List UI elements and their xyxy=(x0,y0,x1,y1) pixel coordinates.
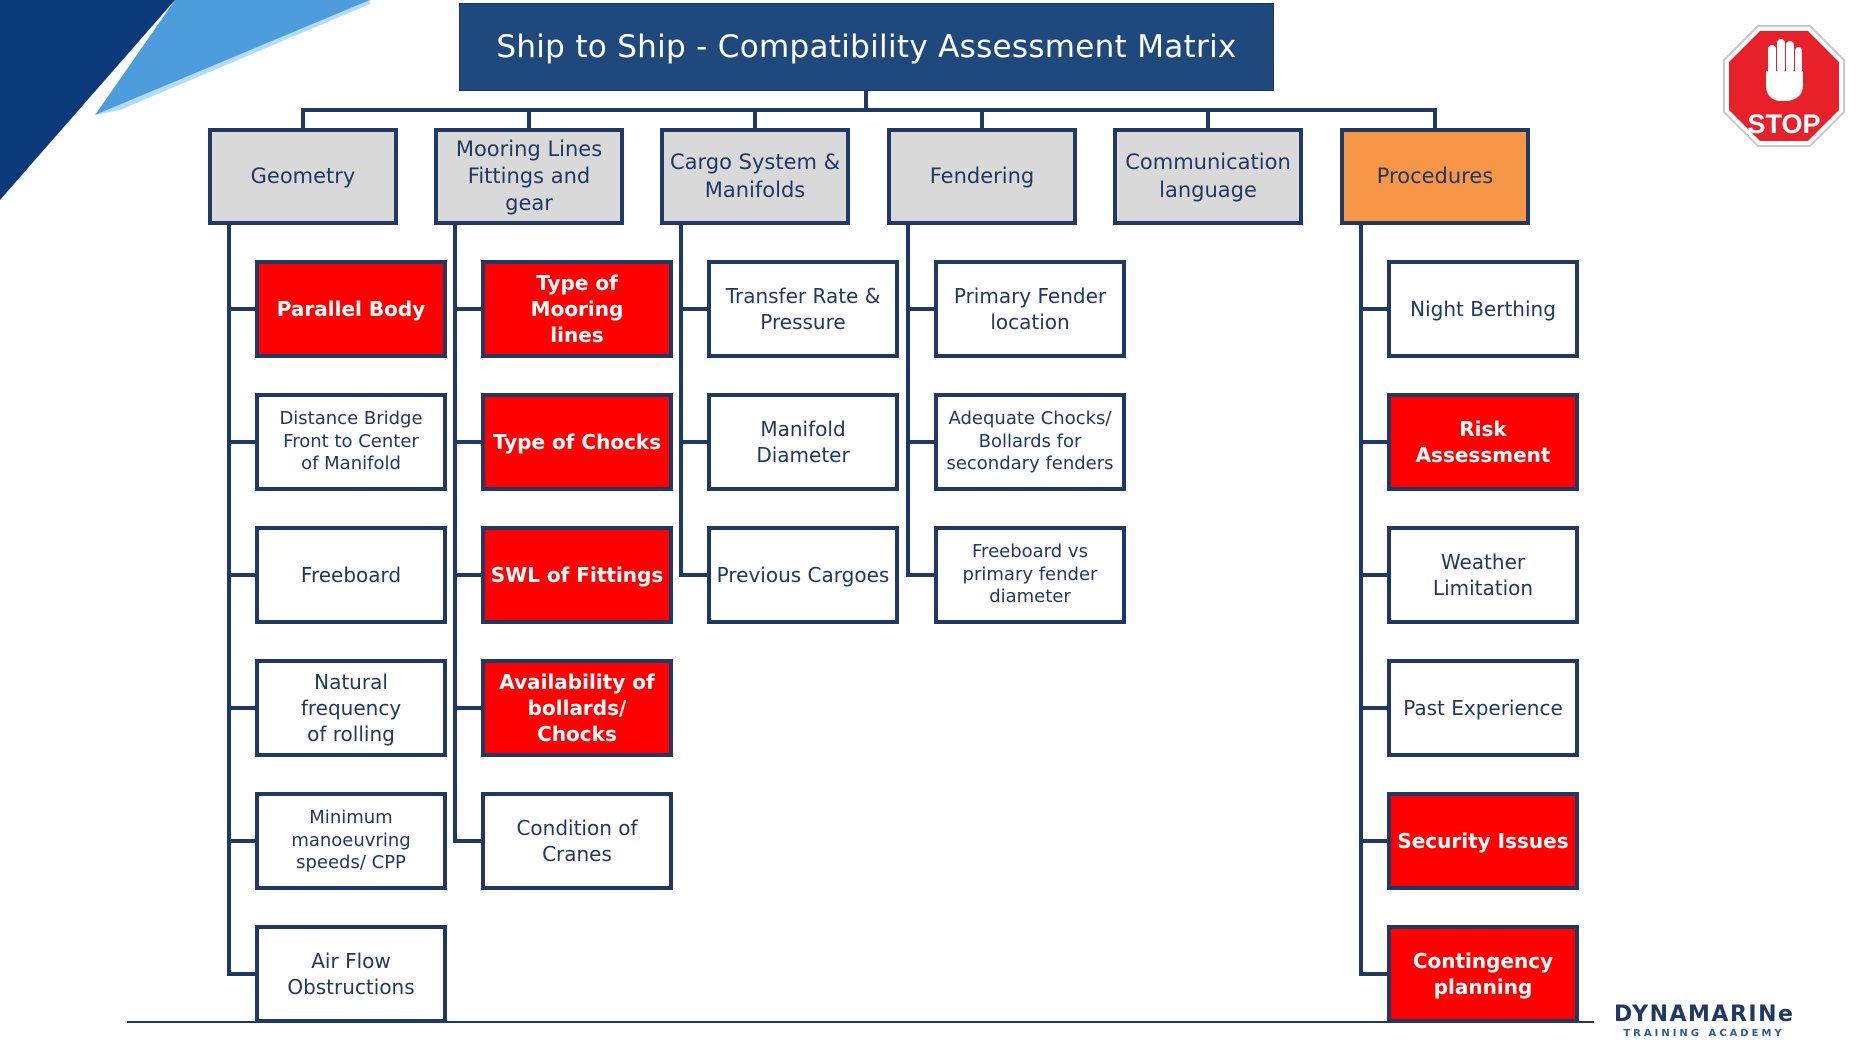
category-label: Mooring Lines Fittings and gear xyxy=(455,136,603,216)
assessment-item: Condition of Cranes xyxy=(481,792,673,890)
category-label: Fendering xyxy=(929,163,1035,188)
assessment-item: Transfer Rate & Pressure xyxy=(707,260,899,358)
item-label: Parallel Body xyxy=(276,297,426,321)
item-label: Minimum manoeuvring speeds/ CPP xyxy=(291,807,411,874)
item-label: Contingency planning xyxy=(1412,949,1554,999)
assessment-item: Freeboard xyxy=(255,526,447,624)
logo-subtitle: TRAINING ACADEMY xyxy=(1623,1028,1785,1039)
item-label: Natural frequency of rolling xyxy=(300,670,402,746)
item-label: Night Berthing xyxy=(1410,297,1556,321)
item-label: Primary Fender location xyxy=(953,284,1107,334)
assessment-item: Adequate Chocks/ Bollards for secondary … xyxy=(934,393,1126,491)
item-label: Weather Limitation xyxy=(1432,550,1534,600)
item-label: Air Flow Obstructions xyxy=(287,949,415,999)
category-header-1: Mooring Lines Fittings and gear xyxy=(434,128,624,225)
item-label: Past Experience xyxy=(1403,696,1563,720)
corner-decoration xyxy=(0,0,370,200)
logo-name: DYNAMARINe xyxy=(1614,1002,1795,1027)
critical-item: Type of Chocks xyxy=(481,393,673,491)
svg-text:STOP: STOP xyxy=(1747,109,1820,139)
item-label: Freeboard vs primary fender diameter xyxy=(962,541,1098,608)
item-label: Type of Chocks xyxy=(492,430,662,454)
category-header-2: Cargo System & Manifolds xyxy=(660,128,850,225)
category-header-0: Geometry xyxy=(208,128,398,225)
item-label: Manifold Diameter xyxy=(756,417,850,467)
assessment-item: Primary Fender location xyxy=(934,260,1126,358)
critical-item: Availability of bollards/ Chocks xyxy=(481,659,673,757)
category-header-4: Communication language xyxy=(1113,128,1303,225)
assessment-item: Natural frequency of rolling xyxy=(255,659,447,757)
item-label: SWL of Fittings xyxy=(490,563,664,587)
item-label: Transfer Rate & Pressure xyxy=(725,284,881,334)
critical-item: Security Issues xyxy=(1387,792,1579,890)
item-label: Risk Assessment xyxy=(1415,417,1551,467)
dynamarine-logo: DYNAMARINe TRAINING ACADEMY xyxy=(1614,1002,1795,1040)
assessment-item: Minimum manoeuvring speeds/ CPP xyxy=(255,792,447,890)
item-label: Adequate Chocks/ Bollards for secondary … xyxy=(946,408,1114,475)
category-label: Cargo System & Manifolds xyxy=(669,150,840,202)
assessment-item: Manifold Diameter xyxy=(707,393,899,491)
category-header-3: Fendering xyxy=(887,128,1077,225)
category-label: Procedures xyxy=(1376,163,1494,188)
critical-item: Risk Assessment xyxy=(1387,393,1579,491)
item-label: Availability of bollards/ Chocks xyxy=(499,670,655,746)
stop-sign-icon: STOP xyxy=(1723,25,1845,147)
assessment-item: Freeboard vs primary fender diameter xyxy=(934,526,1126,624)
assessment-item: Distance Bridge Front to Center of Manif… xyxy=(255,393,447,491)
item-label: Condition of Cranes xyxy=(516,816,638,866)
item-label: Type of Mooring lines xyxy=(530,271,624,347)
item-label: Security Issues xyxy=(1397,829,1569,853)
critical-item: SWL of Fittings xyxy=(481,526,673,624)
category-label: Communication language xyxy=(1125,150,1291,202)
critical-item: Parallel Body xyxy=(255,260,447,358)
critical-item: Type of Mooring lines xyxy=(481,260,673,358)
item-label: Previous Cargoes xyxy=(716,563,890,587)
assessment-item: Weather Limitation xyxy=(1387,526,1579,624)
assessment-item: Past Experience xyxy=(1387,659,1579,757)
footer-divider xyxy=(127,1021,1594,1023)
item-label: Freeboard xyxy=(300,563,402,587)
assessment-item: Night Berthing xyxy=(1387,260,1579,358)
critical-item: Contingency planning xyxy=(1387,925,1579,1023)
assessment-item: Previous Cargoes xyxy=(707,526,899,624)
category-label: Geometry xyxy=(250,163,356,188)
item-label: Distance Bridge Front to Center of Manif… xyxy=(279,408,423,475)
page-title: Ship to Ship - Compatibility Assessment … xyxy=(459,3,1274,91)
category-header-5: Procedures xyxy=(1340,128,1530,225)
assessment-item: Air Flow Obstructions xyxy=(255,925,447,1023)
